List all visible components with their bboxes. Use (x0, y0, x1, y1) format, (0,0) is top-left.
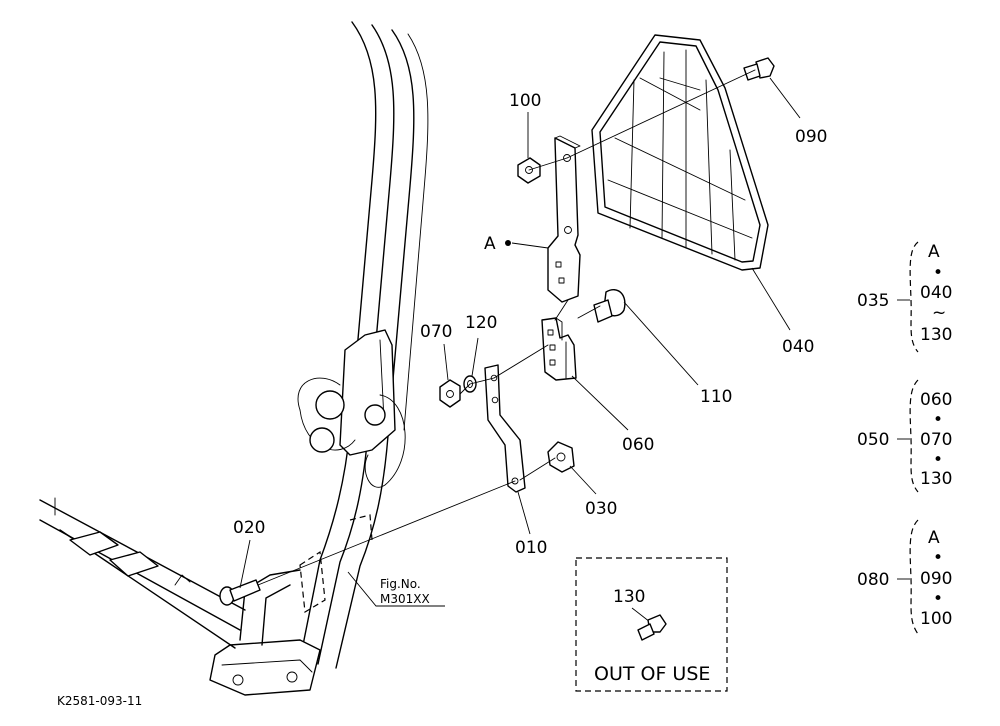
group-080-bullet2: • (933, 589, 943, 609)
callout-070: 070 (420, 322, 452, 342)
group-035-mid: 040 (920, 283, 952, 303)
cab-frame (39, 21, 429, 696)
group-050-bullet1: • (933, 410, 943, 430)
diagram-id: K2581-093-11 (57, 694, 142, 708)
callout-100: 100 (509, 91, 541, 111)
group-080-mid: 090 (920, 569, 952, 589)
callout-030: 030 (585, 499, 617, 519)
group-050-bottom: 130 (920, 469, 952, 489)
callout-090: 090 (795, 127, 827, 147)
group-035: 035 A • 040 ~ 130 (857, 241, 952, 353)
group-080-top: A (928, 528, 940, 548)
callout-ref-a: A (484, 234, 496, 254)
out-of-use-box: 130 OUT OF USE (575, 557, 728, 692)
group-035-bottom: 130 (920, 325, 952, 345)
stay-010 (484, 364, 526, 493)
group-050-label: 050 (857, 430, 889, 450)
bolt-020 (219, 579, 261, 606)
callout-060: 060 (622, 435, 654, 455)
nut-100 (517, 157, 541, 184)
callout-labels: 100 090 A 070 120 040 110 060 030 010 02… (57, 91, 827, 708)
callout-020: 020 (233, 518, 265, 538)
hinge-060 (541, 317, 577, 381)
bolt-110 (593, 289, 626, 323)
group-080-bullet1: • (933, 548, 943, 568)
group-080-bottom: 100 (920, 609, 952, 629)
group-050: 050 060 • 070 • 130 (857, 379, 952, 493)
group-080: 080 A • 090 • 100 (857, 519, 952, 635)
callout-040: 040 (782, 337, 814, 357)
callout-120: 120 (465, 313, 497, 333)
out-of-use-part: 130 (613, 587, 645, 607)
knob-030 (547, 441, 575, 473)
callout-110: 110 (700, 387, 732, 407)
upper-bracket (547, 135, 581, 303)
group-035-label: 035 (857, 291, 889, 311)
assembly-lines (257, 69, 756, 586)
bolt-090 (743, 57, 775, 81)
callout-010: 010 (515, 538, 547, 558)
leader-lines (239, 77, 801, 607)
group-050-mid: 070 (920, 430, 952, 450)
fig-ref-line1: Fig.No. (380, 577, 421, 591)
group-035-bullet: • (933, 263, 943, 283)
group-080-label: 080 (857, 570, 889, 590)
fig-ref-line2: M301XX (380, 592, 430, 606)
group-035-tilde: ~ (932, 303, 946, 323)
group-050-bullet2: • (933, 450, 943, 470)
group-035-top: A (928, 242, 940, 262)
out-of-use-caption: OUT OF USE (594, 663, 710, 685)
nut-070 (439, 379, 461, 408)
group-050-top: 060 (920, 390, 952, 410)
grille-guard-040 (591, 34, 769, 271)
